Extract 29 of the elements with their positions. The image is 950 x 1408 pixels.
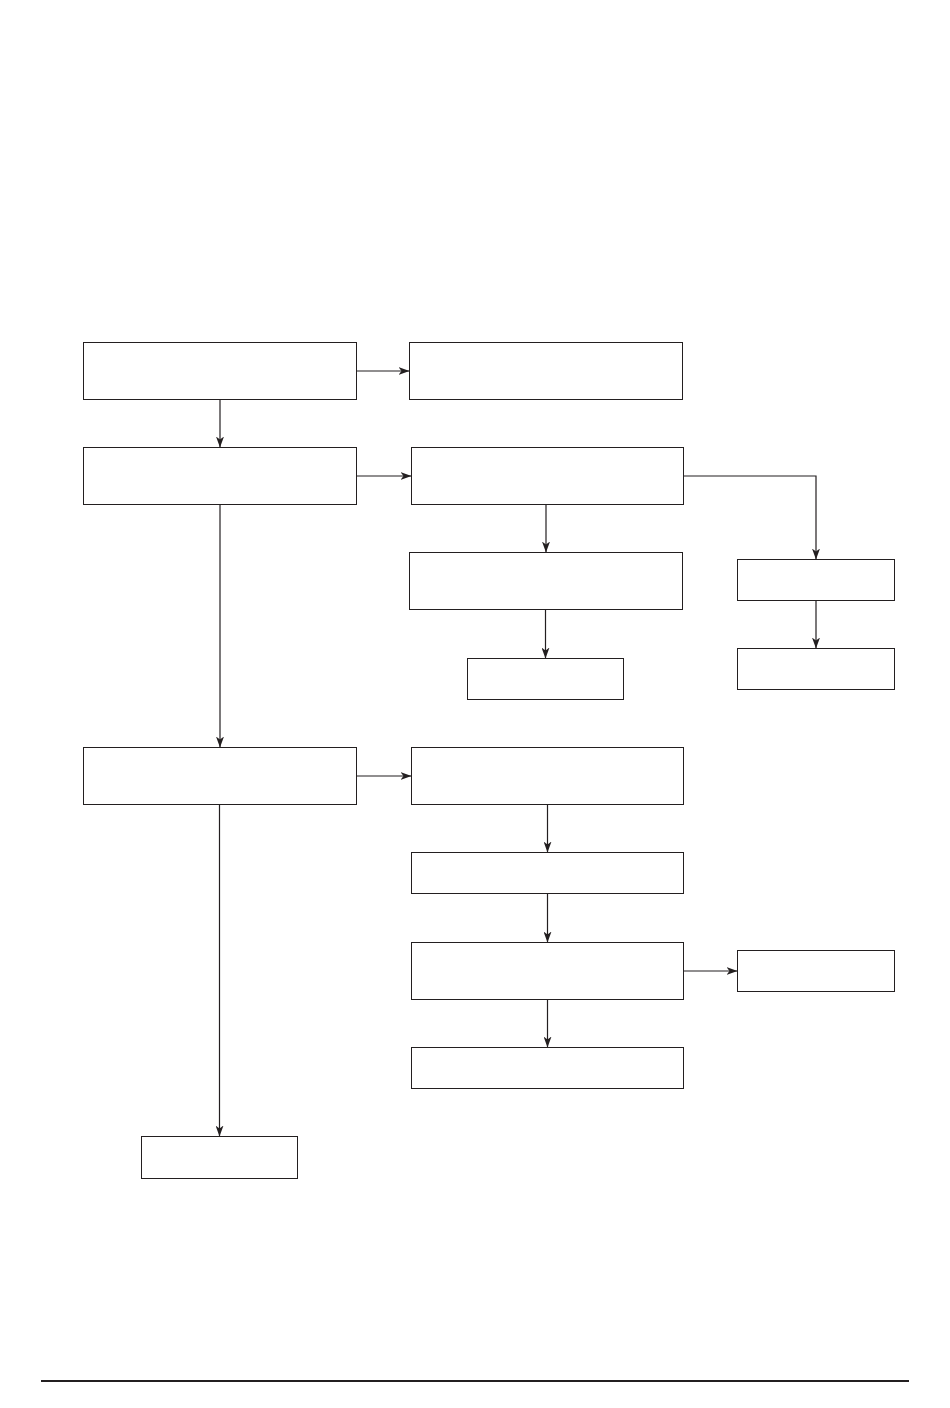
arrow <box>543 999 552 1048</box>
arrow <box>543 804 552 853</box>
empty-process-box <box>141 1136 298 1179</box>
empty-process-box <box>83 447 357 505</box>
empty-process-box <box>411 852 684 894</box>
empty-process-box <box>411 942 684 1000</box>
arrow <box>543 893 552 943</box>
arrow <box>216 504 224 748</box>
empty-process-box <box>737 950 895 992</box>
arrow <box>542 504 550 553</box>
arrow <box>356 367 410 375</box>
empty-process-box <box>737 648 895 690</box>
empty-process-box <box>83 342 357 400</box>
empty-process-box <box>737 559 895 601</box>
empty-process-box <box>409 342 683 400</box>
arrow <box>812 600 820 649</box>
empty-process-box <box>83 747 357 805</box>
arrow <box>216 399 224 448</box>
arrow <box>541 609 550 659</box>
empty-process-box <box>467 658 624 700</box>
arrow <box>356 772 412 780</box>
arrow <box>683 475 820 560</box>
empty-process-box <box>411 1047 684 1089</box>
arrow <box>683 967 738 975</box>
empty-process-box <box>411 447 684 505</box>
empty-process-box <box>411 747 684 805</box>
empty-process-box <box>409 552 683 610</box>
arrow <box>215 804 224 1137</box>
arrow <box>356 472 412 480</box>
